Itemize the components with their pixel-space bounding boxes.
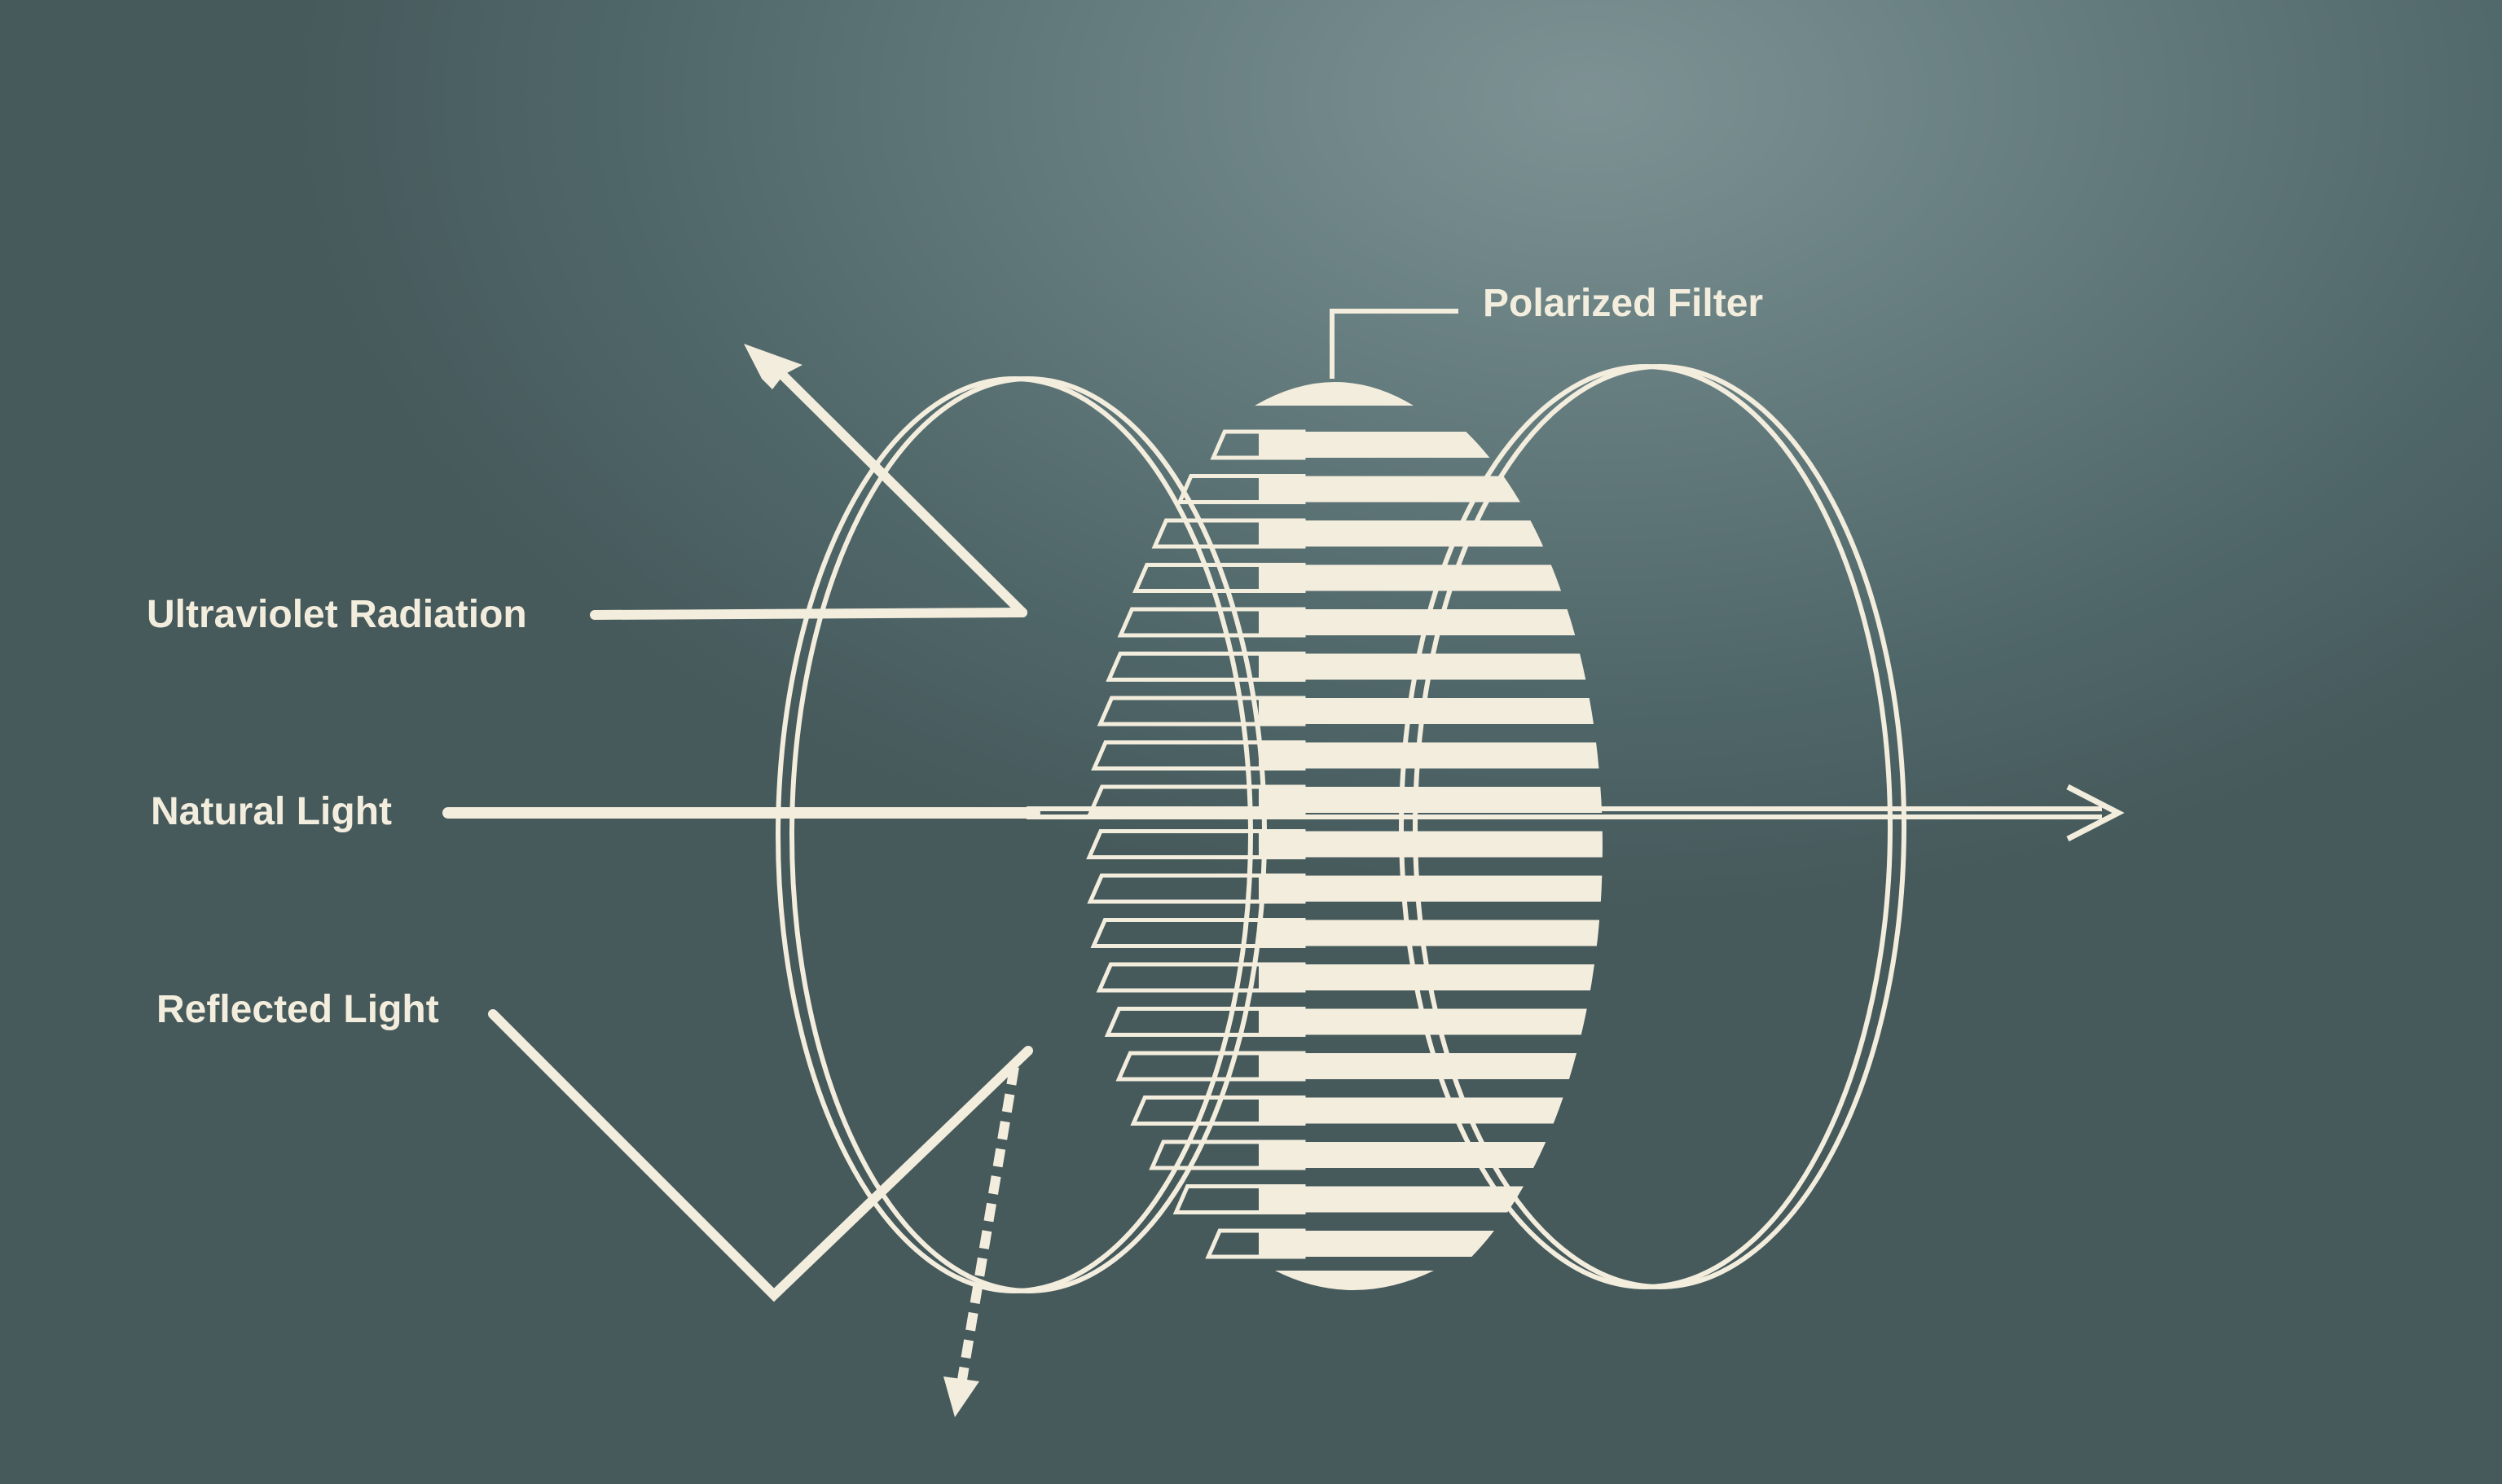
filter-stripe-front bbox=[1259, 698, 1603, 724]
filter-stripe-front bbox=[1259, 520, 1603, 547]
ultraviolet-radiation-label: Ultraviolet Radiation bbox=[147, 593, 527, 636]
filter-bottom-cap bbox=[1275, 1271, 1434, 1290]
filter-top-cap bbox=[1255, 382, 1414, 406]
ultraviolet-path bbox=[590, 344, 1027, 620]
filter-stripe-front bbox=[1259, 876, 1603, 902]
filter-stripe-front bbox=[1259, 964, 1603, 990]
right-ring bbox=[1399, 364, 1906, 1289]
natural-light-label: Natural Light bbox=[151, 790, 392, 833]
filter-stripe-front bbox=[1259, 609, 1603, 635]
filter-stripe-front bbox=[1259, 1097, 1603, 1124]
reflected-light-label: Reflected Light bbox=[156, 988, 439, 1031]
reflected-light-arrowhead bbox=[943, 1376, 979, 1417]
ultraviolet-arrowhead bbox=[744, 344, 802, 389]
natural-light-ray bbox=[442, 784, 2125, 842]
polarized-filter-leader bbox=[1330, 309, 1458, 379]
filter-stripe-front bbox=[1259, 1142, 1603, 1168]
filter-stripe-front bbox=[1259, 653, 1603, 680]
filter-stripe-front bbox=[1259, 564, 1603, 591]
filter-stripe-front bbox=[1259, 920, 1603, 946]
filter-stripe-front bbox=[1259, 1008, 1603, 1035]
filter-stripe-front bbox=[1259, 1186, 1603, 1213]
filter-front-stripes bbox=[1259, 432, 1603, 1257]
polarized-filter-label: Polarized Filter bbox=[1483, 282, 1763, 325]
filter-stripe-front bbox=[1259, 476, 1603, 503]
reflected-dashed-ray bbox=[956, 1066, 1019, 1385]
left-ring bbox=[776, 376, 1267, 1293]
filter-stripe-front bbox=[1259, 831, 1603, 858]
reflected-light-path bbox=[488, 1009, 1033, 1417]
filter-stripe-front bbox=[1259, 432, 1603, 458]
filter-stripe-front bbox=[1259, 742, 1603, 769]
filter-stripe-front bbox=[1259, 1053, 1603, 1079]
natural-light-arrowhead bbox=[2066, 784, 2125, 842]
